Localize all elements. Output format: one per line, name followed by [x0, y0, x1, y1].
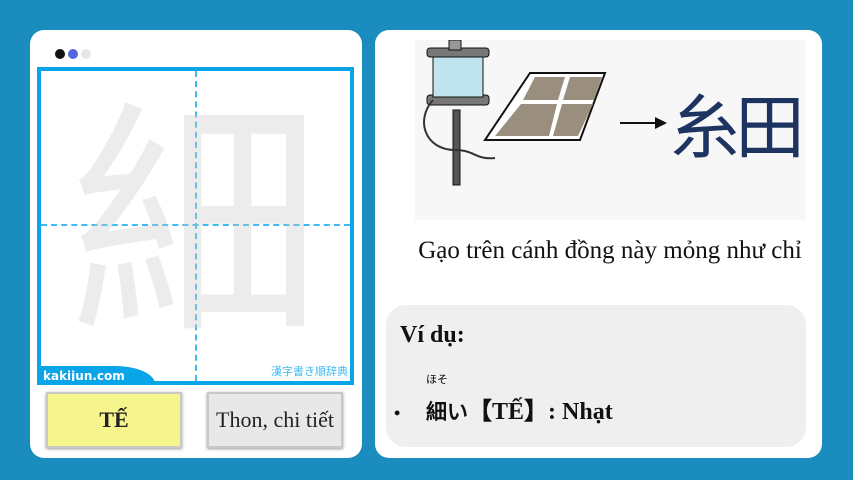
component-field: 田 — [735, 87, 805, 169]
rice-field-icon — [483, 72, 607, 141]
component-thread: 糸 — [670, 87, 740, 169]
reading-button[interactable]: TẾ — [46, 392, 182, 448]
bullet: • — [394, 403, 401, 423]
arrow-head-icon — [655, 117, 667, 129]
mnemonic-caption: Gạo trên cánh đồng này mỏng như chỉ — [418, 237, 802, 264]
example-heading: Ví dụ: — [400, 322, 465, 348]
page-dot-2[interactable] — [68, 49, 78, 59]
page-dot-3[interactable] — [81, 49, 91, 59]
mnemonic-card: 糸 田 Gạo trên cánh đồng này mỏng như chỉ … — [375, 30, 822, 458]
stroke-order-grid: 細 kakijun.com 漢字書き順辞典 — [37, 67, 354, 385]
page-dot-1[interactable] — [55, 49, 65, 59]
example-word: 細い — [426, 400, 468, 424]
example-item: • 細い 【TẾ】 : Nhạt — [394, 391, 613, 426]
example-box: Ví dụ: ほそ • 細い 【TẾ】 : Nhạt — [386, 305, 806, 447]
grid-guide-vertical — [195, 71, 197, 381]
brand-label: kakijun.com — [41, 366, 155, 381]
kanji-glyph: 細 — [70, 80, 321, 371]
example-reading: 【TẾ】 — [468, 399, 549, 425]
dictionary-label: 漢字書き順辞典 — [271, 365, 348, 378]
grid-guide-horizontal — [41, 224, 350, 226]
mnemonic-illustration: 糸 田 — [415, 39, 805, 220]
meaning-button[interactable]: Thon, chi tiết — [207, 392, 343, 448]
furigana: ほそ — [426, 373, 448, 386]
spool-icon — [423, 39, 496, 186]
kanji-card: 細 kakijun.com 漢字書き順辞典 TẾ Thon, chi tiết — [30, 30, 362, 458]
example-meaning: : Nhạt — [548, 399, 613, 425]
